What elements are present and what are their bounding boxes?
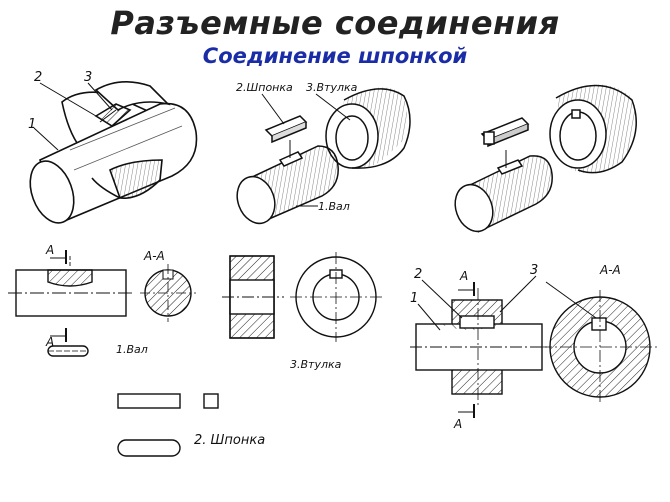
- label-num-2: 2: [34, 70, 42, 85]
- bushing-2d-view: [222, 252, 384, 342]
- label-section-a-right-top: A: [459, 269, 468, 283]
- label-num-1-right: 1: [410, 291, 418, 306]
- label-num-1: 1: [28, 117, 36, 132]
- label-shponka-2d: 2. Шпонка: [194, 433, 265, 448]
- label-val-2d: 1.Вал: [116, 343, 148, 356]
- key-2d-view: [117, 393, 219, 457]
- label-val-3d: 1.Вал: [318, 200, 350, 213]
- label-num-3: 3: [84, 70, 92, 85]
- label-vtulka-top: 3.Втулка: [306, 81, 358, 94]
- page-title: Разъемные соединения: [110, 4, 560, 42]
- label-vtulka-2d: 3.Втулка: [290, 358, 342, 371]
- label-section-a-right-bottom: A: [453, 417, 462, 431]
- label-section-aa-shaft: A-A: [143, 249, 165, 263]
- exploded-3d-view: [236, 87, 411, 225]
- label-num-2-right: 2: [414, 267, 422, 282]
- label-shponka-top: 2.Шпонка: [236, 81, 293, 94]
- label-section-a-bottom: A: [45, 335, 54, 349]
- assembly-3d-view: [29, 81, 198, 224]
- label-section-aa-assembly: A-A: [599, 263, 621, 277]
- page-subtitle: Соединение шпонкой: [202, 44, 468, 68]
- assembly-2d-view: [410, 275, 660, 418]
- label-num-3-right: 3: [530, 263, 538, 278]
- exploded-3d-view-2: [454, 84, 637, 233]
- label-section-a-top: A: [45, 243, 54, 257]
- shaft-2d-view: [8, 250, 196, 357]
